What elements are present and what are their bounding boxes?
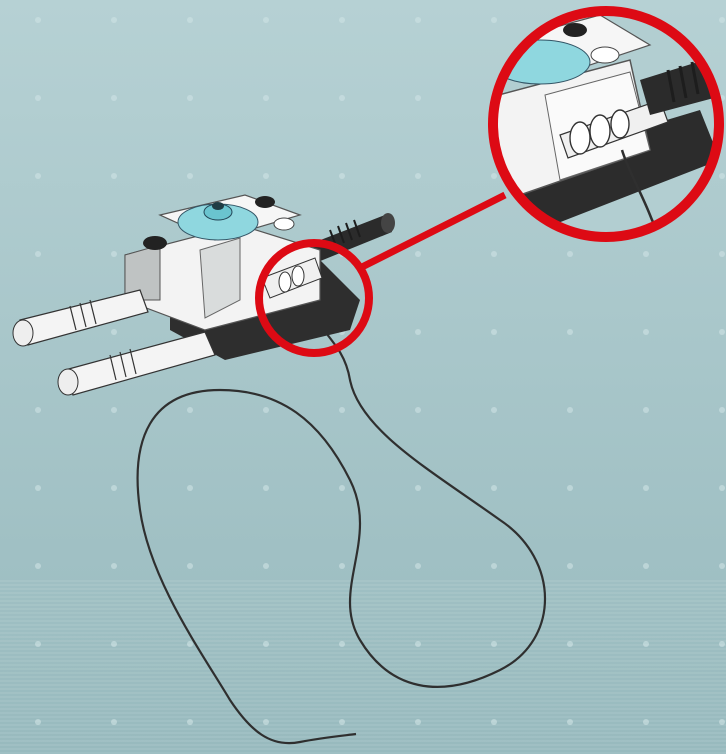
stud-icon [143, 236, 167, 250]
